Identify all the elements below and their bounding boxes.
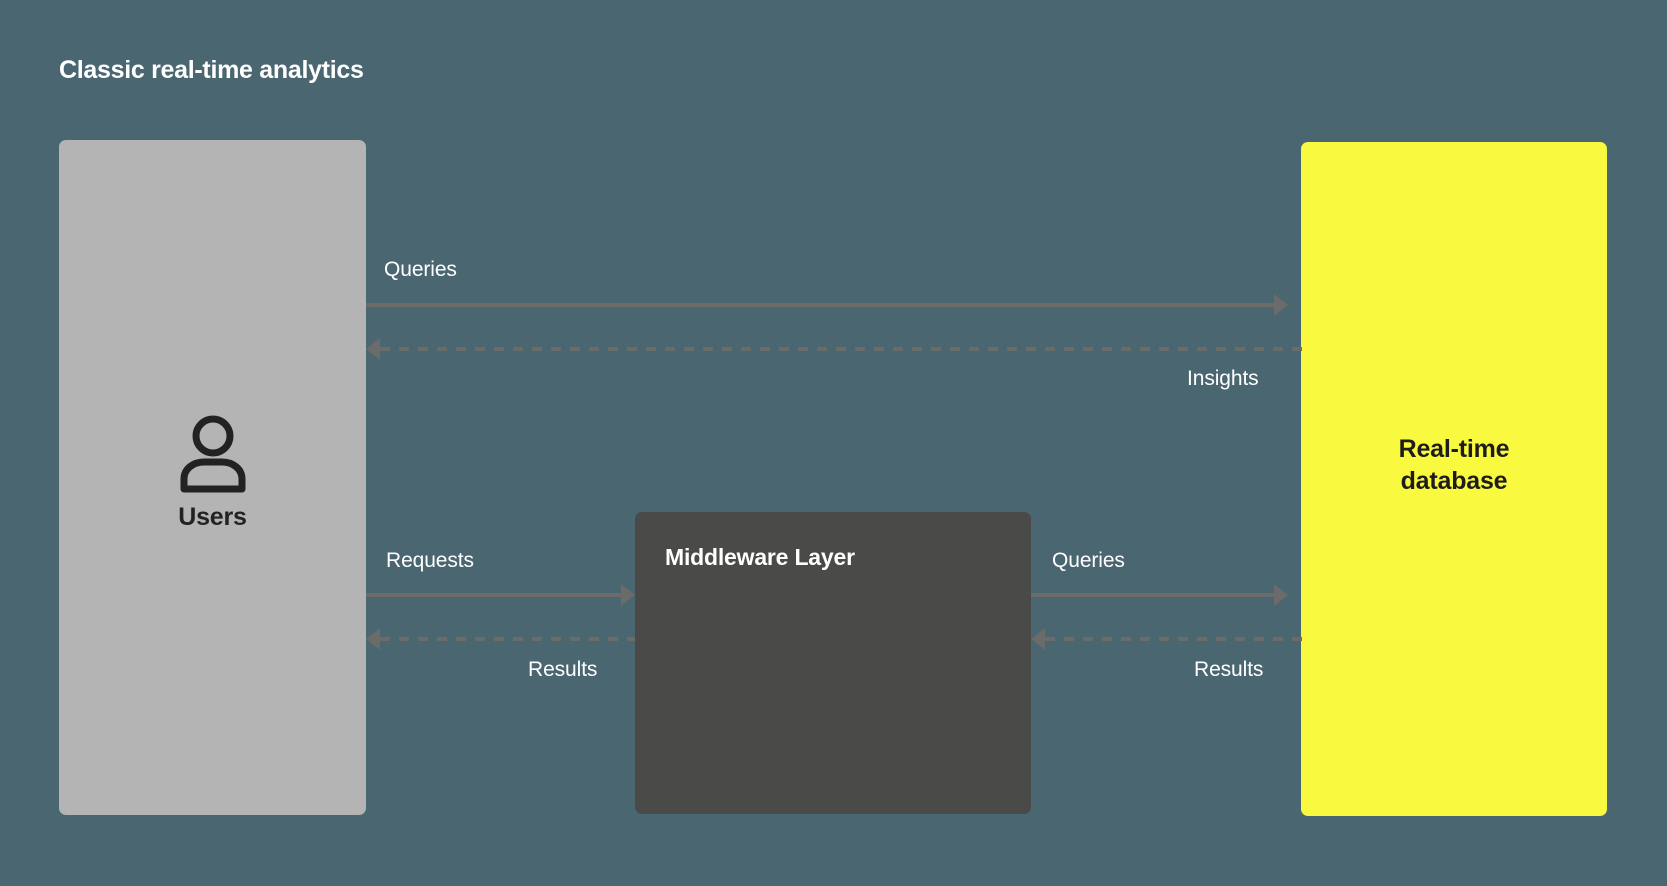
edge-middleware-to-users-results [366, 628, 635, 650]
edge-database-to-users-insights [366, 338, 1302, 360]
node-database[interactable]: Real-time database [1301, 142, 1607, 816]
edge-label-queries-middleware-database: Queries [1052, 549, 1125, 572]
edge-users-to-middleware-requests [366, 584, 635, 606]
edge-users-to-database-queries [366, 294, 1288, 316]
edge-label-results-database-middleware: Results [1194, 658, 1264, 681]
page-title: Classic real-time analytics [59, 56, 364, 84]
edge-label-queries-users-database: Queries [384, 258, 457, 281]
node-middleware[interactable]: Middleware Layer [635, 512, 1031, 814]
database-label-line2: database [1400, 466, 1508, 495]
edge-label-insights: Insights [1187, 367, 1259, 390]
edge-label-requests: Requests [386, 549, 474, 572]
users-node-content: Users [59, 415, 366, 532]
user-person-icon [180, 415, 245, 493]
database-node-label: Real-time database [1301, 434, 1607, 497]
users-node-label: Users [178, 503, 247, 531]
edge-label-results-middleware-users: Results [528, 658, 598, 681]
node-users[interactable]: Users [59, 140, 366, 815]
database-label-line1: Real-time [1398, 435, 1510, 463]
edge-middleware-to-database-queries [1031, 584, 1288, 606]
edge-database-to-middleware-results [1031, 628, 1302, 650]
middleware-node-label: Middleware Layer [665, 544, 855, 570]
